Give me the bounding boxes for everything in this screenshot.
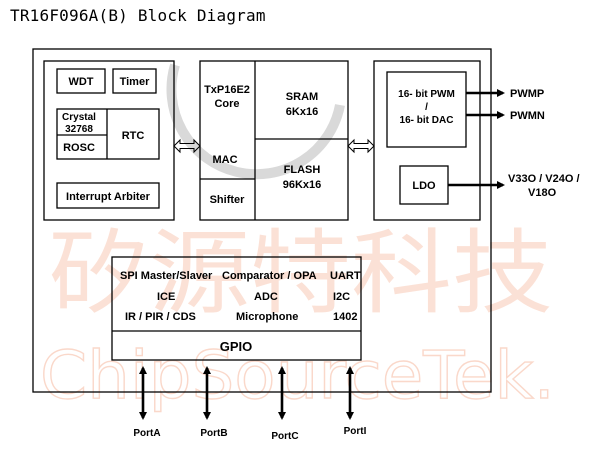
pwmn-label: PWMN: [510, 110, 545, 122]
peripheral-block-frame: [111, 256, 362, 361]
flash-size-label: 96Kx16: [283, 179, 322, 191]
interrupt-arbiter-label: Interrupt Arbiter: [66, 191, 151, 203]
shifter-label: Shifter: [210, 194, 246, 206]
interrupt-arbiter-box: [56, 182, 160, 209]
port-a-label: PortA: [133, 428, 160, 439]
uart-label: UART: [330, 270, 361, 282]
left-block-frame: [43, 60, 175, 221]
microphone-label: Microphone: [236, 311, 298, 323]
port-i-label: PortI: [344, 426, 367, 437]
core-sub-label: Core: [214, 98, 239, 110]
rtc-box: [56, 108, 160, 160]
peripheral-block: SPI Master/Slaver Comparator / OPA UART …: [111, 256, 362, 361]
right-block: 16- bit PWM / 16- bit DAC LDO: [373, 60, 481, 221]
left-block: WDT Timer Crystal 32768 ROSC RTC Interru…: [43, 60, 175, 221]
port-b-label: PortB: [200, 428, 227, 439]
rosc-label: ROSC: [63, 142, 95, 154]
watermark: 矽源特科技 ChipSourceTek.: [39, 63, 556, 415]
flash-label: FLASH: [284, 164, 321, 176]
rtc-label: RTC: [122, 130, 145, 142]
ice-label: ICE: [157, 291, 175, 303]
adc-label: ADC: [254, 291, 278, 303]
ir-pir-cds-label: IR / PIR / CDS: [125, 311, 196, 323]
pwm-dac-box: [386, 71, 467, 148]
ic-1402-label: 1402: [333, 311, 357, 323]
ldo-box: [399, 165, 449, 205]
center-block: TxP16E2 Core SRAM 6Kx16 MAC FLASH 96Kx16…: [199, 60, 349, 221]
comparator-label: Comparator / OPA: [222, 270, 317, 282]
spi-label: SPI Master/Slaver: [120, 270, 213, 282]
mac-label: MAC: [212, 154, 237, 166]
timer-label: Timer: [120, 76, 150, 88]
gpio-label: GPIO: [220, 339, 253, 354]
pwm-dac-separator: /: [425, 102, 428, 113]
wdt-label: WDT: [68, 76, 93, 88]
center-block-frame: [199, 60, 349, 221]
output-signals: PWMP PWMN V33O / V24O / V18O: [448, 88, 580, 199]
dac-label: 16- bit DAC: [400, 115, 454, 126]
sram-label: SRAM: [286, 91, 318, 103]
crystal-frequency-label: 32768: [65, 124, 93, 135]
diagram-title: TR16F096A(B) Block Diagram: [10, 6, 266, 25]
pwm-label: 16- bit PWM: [398, 89, 455, 100]
vout-label: V33O / V24O /: [508, 173, 580, 185]
ports: PortA PortB PortC PortI: [133, 366, 367, 442]
vout-label-line2: V18O: [528, 187, 557, 199]
watermark-logo-icon: [166, 63, 345, 180]
center-right-bus-arrow: [347, 138, 375, 154]
ldo-label: LDO: [412, 180, 436, 192]
sram-size-label: 6Kx16: [286, 106, 318, 118]
port-c-label: PortC: [271, 431, 298, 442]
watermark-english: ChipSourceTek.: [40, 337, 555, 414]
crystal-label: Crystal: [62, 112, 96, 123]
pwmp-label: PWMP: [510, 88, 544, 100]
chip-boundary: [32, 48, 492, 393]
watermark-chinese: 矽源特科技: [48, 220, 553, 327]
timer-box: [112, 68, 157, 94]
i2c-label: I2C: [333, 291, 350, 303]
core-label: TxP16E2: [204, 84, 250, 96]
wdt-box: [56, 68, 106, 94]
right-block-frame: [373, 60, 481, 221]
